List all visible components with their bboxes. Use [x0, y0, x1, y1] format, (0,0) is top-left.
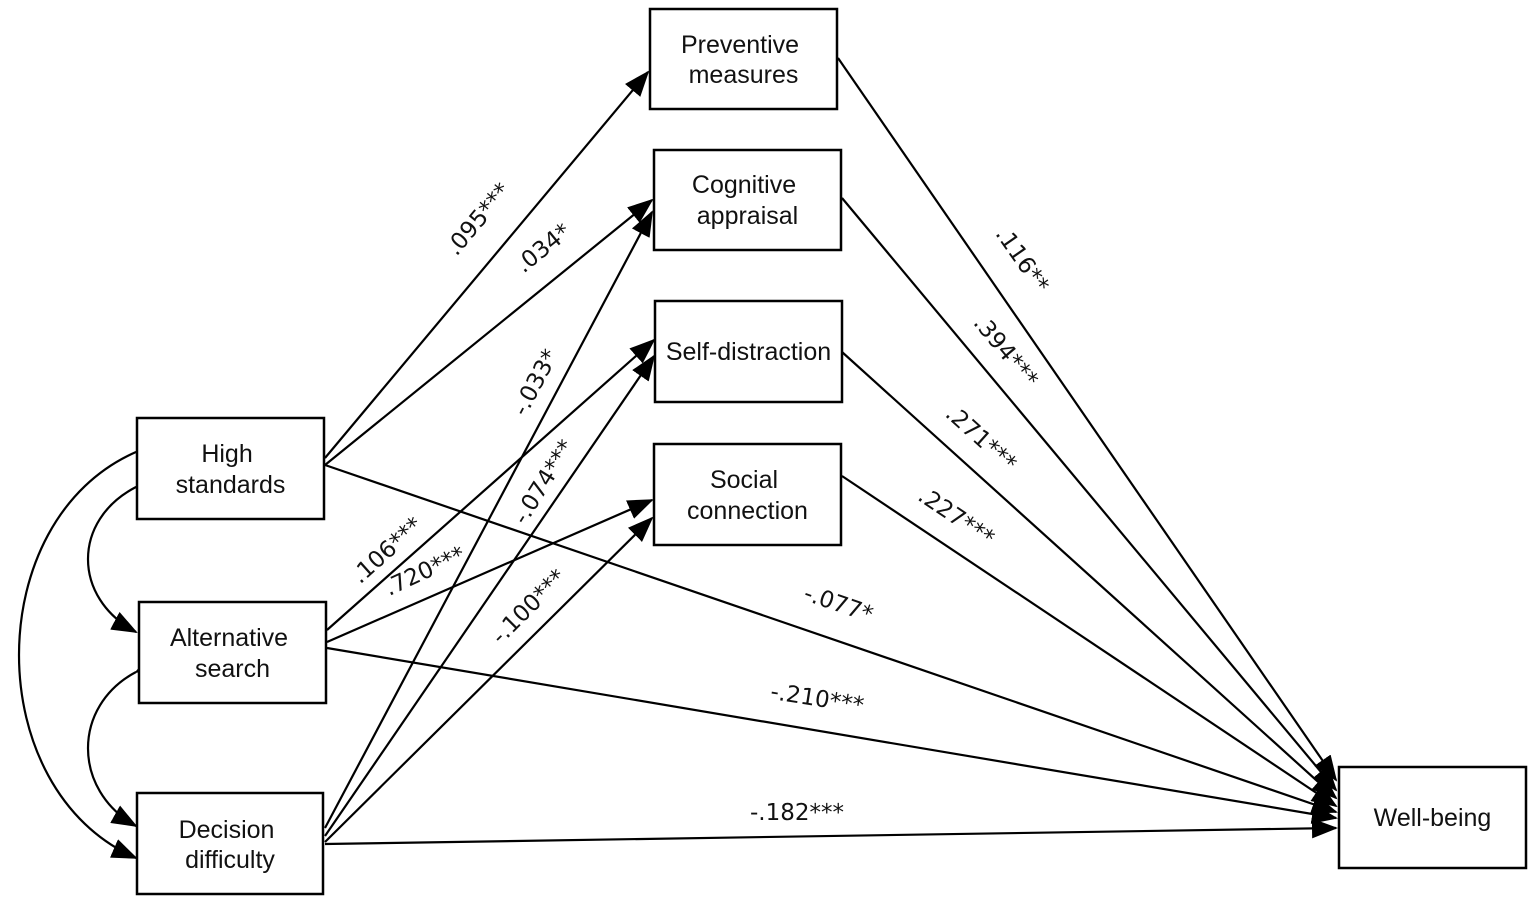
node-social-line-1: Social: [710, 466, 778, 494]
label-dd-wb: -.182***: [750, 800, 844, 826]
edge-alternative-to-wellbeing: [326, 646, 1338, 824]
covariance-alternative-decision: [86, 651, 162, 827]
node-decision-difficulty: Decision difficulty: [135, 791, 325, 896]
node-cognitive-line-2: appraisal: [697, 202, 798, 230]
label-hs-preventive: .095***: [441, 178, 516, 260]
edge-high-standards-to-cognitive: [324, 198, 654, 466]
label-hs-wb: -.077*: [800, 581, 876, 629]
label-social-wb: .227***: [913, 482, 999, 551]
edge-high-standards-to-preventive: [324, 70, 650, 459]
svg-text:Alternative search: Alternative search: [170, 624, 295, 683]
svg-text:Cognitive appraisal: Cognitive appraisal: [692, 171, 803, 230]
node-preventive-measures: Preventive measures: [648, 7, 839, 111]
edge-social-to-wellbeing: [841, 475, 1338, 808]
covariance-high-standards-alternative: [87, 467, 162, 633]
svg-text:High standards: High standards: [176, 440, 286, 499]
node-cognitive-appraisal: Cognitive appraisal: [652, 148, 843, 252]
edge-decision-to-wellbeing: [324, 818, 1338, 846]
covariance-high-standards-decision: [18, 433, 162, 860]
edge-decision-to-social: [324, 516, 654, 843]
edge-alternative-to-distraction: [326, 338, 656, 631]
node-alternative-search: Alternative search: [137, 600, 328, 705]
node-decision-line-1: Decision: [179, 816, 275, 844]
node-social-line-2: connection: [687, 497, 808, 525]
edge-distraction-to-wellbeing: [841, 351, 1338, 800]
edge-alternative-to-social: [326, 498, 654, 644]
node-preventive-line-1: Preventive: [681, 31, 799, 59]
edge-preventive-to-wellbeing: [837, 57, 1338, 782]
node-self-distraction: Self-distraction: [653, 299, 844, 404]
node-decision-line-2: difficulty: [185, 846, 275, 874]
node-alternative-line-1: Alternative: [170, 624, 288, 652]
svg-text:Preventive measures: Preventive measures: [681, 31, 806, 89]
svg-text:Social connection: Social connection: [687, 466, 808, 525]
node-well-being: Well-being: [1337, 765, 1528, 870]
edge-decision-to-distraction: [324, 354, 656, 837]
node-distraction-line-1: Self-distraction: [666, 338, 831, 366]
svg-text:Well-being: Well-being: [1374, 804, 1492, 832]
node-cognitive-line-1: Cognitive: [692, 171, 796, 199]
node-alternative-line-2: search: [195, 655, 270, 683]
label-dd-cognitive: -.033*: [508, 345, 564, 420]
edge-high-standards-to-wellbeing: [324, 463, 1338, 814]
label-preventive-wb: .116**: [990, 222, 1054, 298]
node-high-standards: High standards: [135, 416, 326, 521]
node-wellbeing-line-1: Well-being: [1374, 804, 1492, 832]
svg-text:Decision difficulty: Decision difficulty: [179, 816, 282, 874]
node-high-standards-line-2: standards: [176, 471, 286, 499]
label-distraction-wb: .271***: [940, 400, 1021, 477]
edge-cognitive-to-wellbeing: [841, 197, 1338, 792]
node-preventive-line-2: measures: [689, 61, 799, 89]
node-high-standards-line-1: High: [201, 440, 252, 468]
svg-text:Self-distraction: Self-distraction: [666, 338, 831, 366]
node-social-connection: Social connection: [652, 442, 843, 547]
label-cognitive-wb: .394***: [968, 310, 1043, 392]
label-dd-social: -.100***: [487, 565, 572, 650]
label-as-wb: -.210***: [769, 679, 866, 719]
edges-layer: [18, 57, 1338, 860]
